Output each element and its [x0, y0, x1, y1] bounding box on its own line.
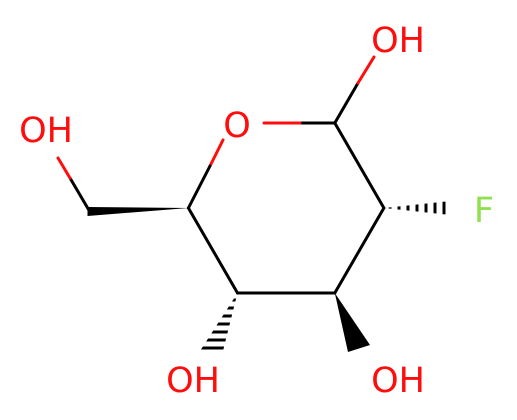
bond-c3-c2 — [333, 206, 386, 295]
label-oh-c4: OH — [166, 361, 220, 401]
bond-ch2-oh-black — [68, 176, 92, 214]
label-oh-c3: OH — [371, 361, 425, 401]
ring-bonds — [186, 121, 386, 295]
label-fluorine: F — [474, 191, 494, 231]
bond-o-c5-red — [208, 138, 225, 168]
bond-ch2-oh-red — [56, 156, 72, 180]
hash-wedge-c2-f — [388, 200, 446, 216]
bond-c1-oh-red — [356, 55, 376, 85]
bond-o-c5-black — [186, 164, 212, 210]
wedge-c3-oh — [334, 293, 370, 352]
label-oh-ch2oh: OH — [19, 111, 73, 151]
hash-wedge-c4-oh — [200, 298, 238, 350]
bond-c5-c4 — [186, 206, 239, 295]
label-ring-oxygen: O — [223, 106, 251, 146]
bond-c1-oh-black — [333, 81, 360, 125]
label-oh-anomeric: OH — [371, 21, 425, 61]
wedge-c5-ch2 — [87, 207, 189, 216]
bond-c2-c1 — [333, 121, 386, 210]
